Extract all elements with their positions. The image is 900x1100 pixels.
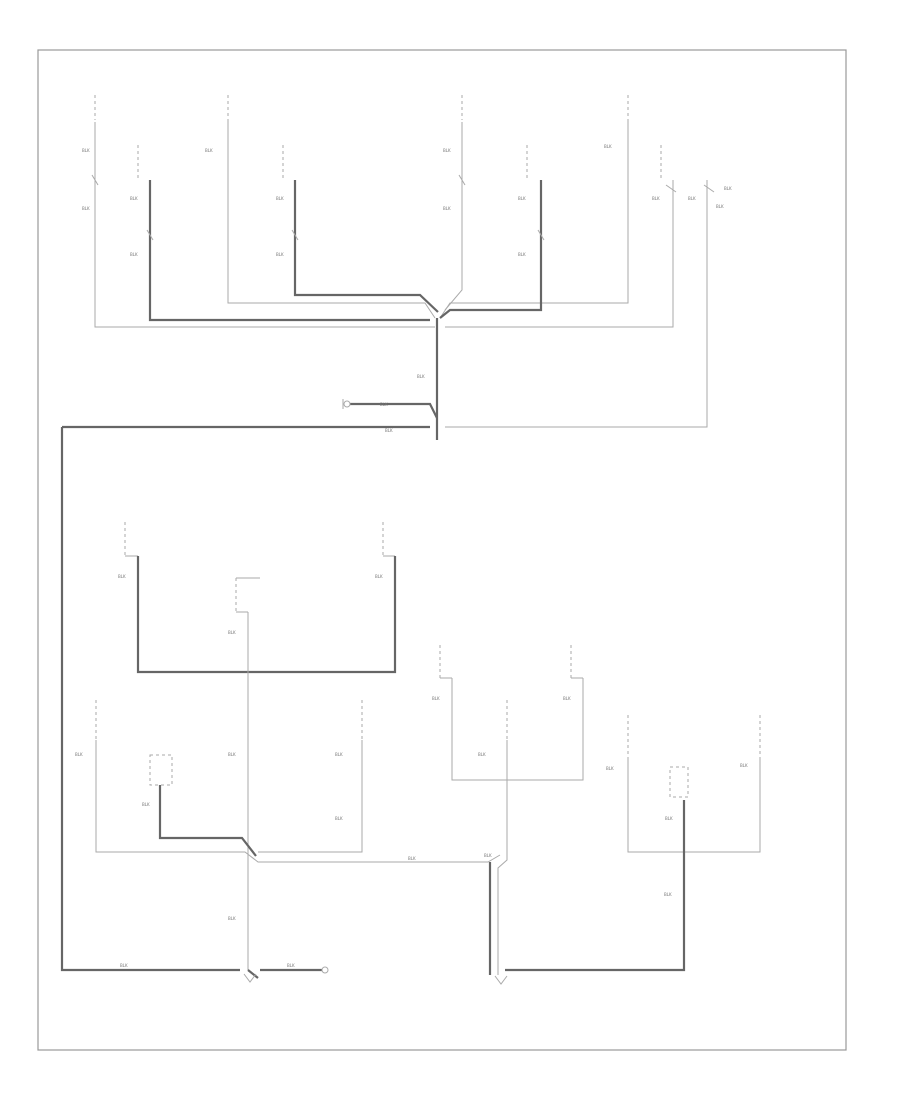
svg-text:BLK: BLK xyxy=(205,148,213,153)
top-components: BLK BLK BLK BLK BLK xyxy=(82,95,732,257)
component-top-1: BLK BLK xyxy=(82,95,96,211)
svg-text:BLK: BLK xyxy=(563,696,571,701)
svg-text:BLK: BLK xyxy=(518,252,526,257)
svg-text:BLK: BLK xyxy=(335,752,343,757)
svg-text:BLK: BLK xyxy=(724,186,732,191)
svg-text:BLK: BLK xyxy=(417,374,425,379)
svg-text:BLK: BLK xyxy=(228,916,236,921)
svg-text:BLK: BLK xyxy=(335,816,343,821)
svg-text:BLK: BLK xyxy=(443,148,451,153)
component-bottom-1: BLK xyxy=(118,522,138,579)
diagram-frame xyxy=(37,49,847,1051)
component-bottom-11: BLK xyxy=(740,715,761,768)
svg-text:BLK: BLK xyxy=(652,196,660,201)
component-top-2: BLK xyxy=(205,95,229,153)
bottom-wiring xyxy=(95,556,761,985)
top-wiring xyxy=(60,122,715,972)
component-bottom-2: BLK xyxy=(375,522,395,579)
component-bottom-9: BLK xyxy=(478,700,508,757)
component-top-7: BLK xyxy=(604,95,629,149)
svg-text:BLK: BLK xyxy=(228,752,236,757)
bottom-components: BLK BLK BLK BLK xyxy=(75,522,761,821)
svg-text:BLK: BLK xyxy=(408,856,416,861)
component-top-4: BLK BLK xyxy=(276,145,284,257)
svg-text:BLK: BLK xyxy=(484,853,492,858)
svg-text:BLK: BLK xyxy=(118,574,126,579)
component-bottom-5: BLK xyxy=(563,645,583,701)
component-top-5: BLK BLK xyxy=(443,95,463,211)
svg-text:BLK: BLK xyxy=(276,196,284,201)
component-top-6: BLK BLK xyxy=(518,145,528,257)
svg-text:BLK: BLK xyxy=(375,574,383,579)
component-bottom-7: BLK xyxy=(142,754,173,807)
svg-text:BLK: BLK xyxy=(75,752,83,757)
component-bottom-8: BLK BLK xyxy=(335,700,363,821)
component-bottom-4: BLK xyxy=(432,645,452,701)
svg-text:BLK: BLK xyxy=(82,206,90,211)
svg-text:BLK: BLK xyxy=(604,144,612,149)
component-bottom-10: BLK xyxy=(606,715,629,771)
component-top-8: BLK BLK BLK BLK xyxy=(652,145,732,209)
svg-text:BLK: BLK xyxy=(665,816,673,821)
svg-text:BLK: BLK xyxy=(664,892,672,897)
component-bottom-3: BLK xyxy=(228,577,260,635)
svg-text:BLK: BLK xyxy=(142,802,150,807)
component-bottom-6: BLK xyxy=(75,700,97,757)
svg-text:BLK: BLK xyxy=(82,148,90,153)
svg-text:BLK: BLK xyxy=(716,204,724,209)
svg-text:BLK: BLK xyxy=(287,963,295,968)
svg-text:BLK: BLK xyxy=(228,630,236,635)
component-top-3: BLK BLK xyxy=(130,145,139,257)
svg-text:BLK: BLK xyxy=(130,196,138,201)
svg-text:BLK: BLK xyxy=(432,696,440,701)
svg-text:BLK: BLK xyxy=(478,752,486,757)
svg-text:BLK: BLK xyxy=(385,428,393,433)
svg-text:BLK: BLK xyxy=(688,196,696,201)
svg-text:BLK: BLK xyxy=(740,763,748,768)
svg-text:BLK: BLK xyxy=(130,252,138,257)
svg-text:BLK: BLK xyxy=(120,963,128,968)
svg-text:BLK: BLK xyxy=(380,402,388,407)
svg-text:BLK: BLK xyxy=(518,196,526,201)
svg-text:BLK: BLK xyxy=(606,766,614,771)
svg-text:BLK: BLK xyxy=(276,252,284,257)
svg-text:BLK: BLK xyxy=(443,206,451,211)
